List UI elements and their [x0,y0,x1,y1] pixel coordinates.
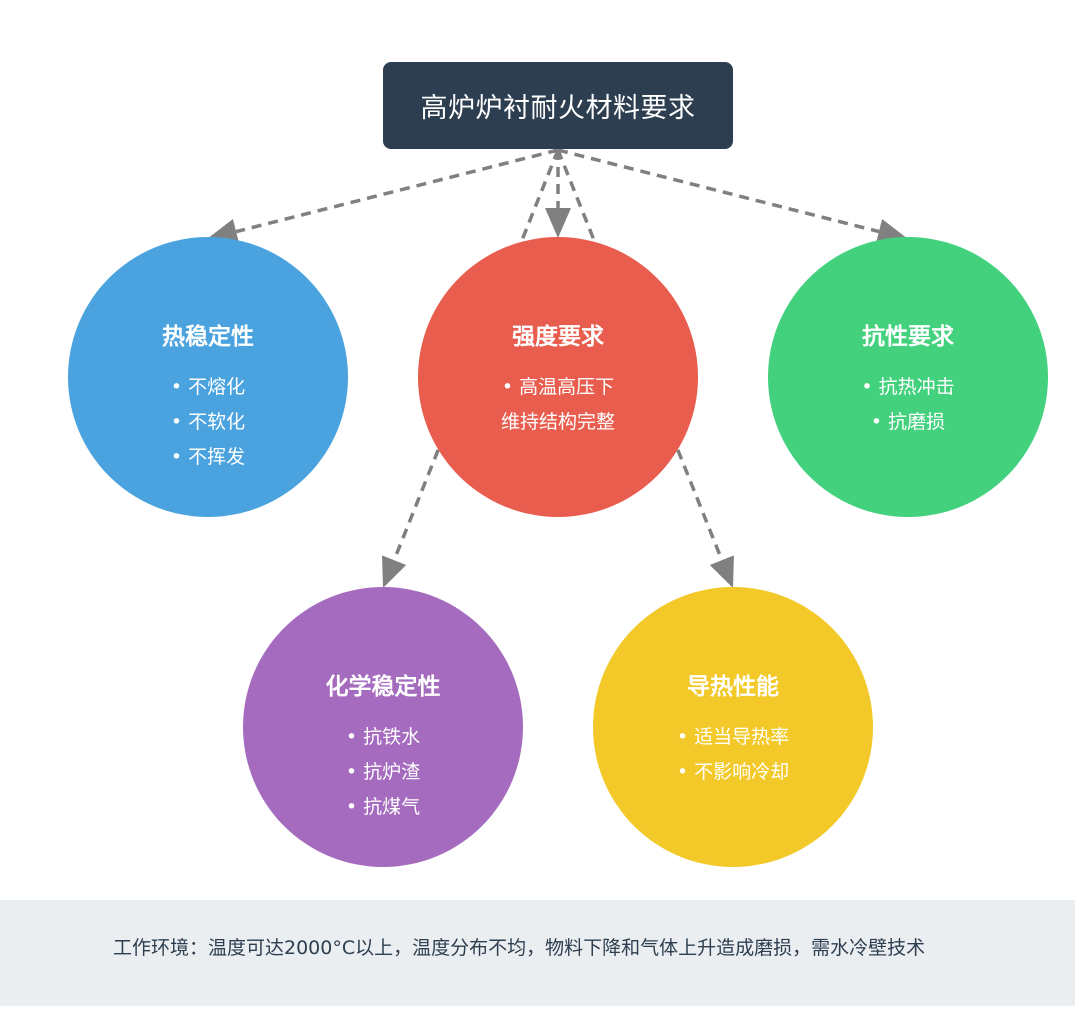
node-item: • 不影响冷却 [676,761,790,783]
node-item: • 不挥发 [170,446,246,468]
arrow-line-resistance [557,148,880,234]
arrow-head-chemical [382,555,407,588]
node-title: 热稳定性 [162,324,254,350]
node-strength-requirement: 强度要求 • 高温高压下 维持结构完整 [418,237,698,517]
node-items: • 抗热冲击 • 抗磨损 [768,370,1048,440]
node-item: • 不熔化 [170,376,246,398]
node-item: • 抗炉渣 [345,761,421,783]
node-thermal-stability: 热稳定性 • 不熔化 • 不软化 • 不挥发 [68,237,348,517]
node-item: 维持结构完整 [500,411,615,433]
node-item: • 抗磨损 [870,411,946,433]
arrow-head-conductivity [709,555,734,588]
node-item: • 抗铁水 [345,726,421,748]
node-chemical-stability: 化学稳定性 • 抗铁水 • 抗炉渣 • 抗煤气 [243,587,523,867]
arrow-line-chemical [392,149,560,561]
node-thermal-conductivity: 导热性能 • 适当导热率 • 不影响冷却 [593,587,873,867]
node-title: 化学稳定性 [325,674,441,700]
arrow-line-conductivity [556,149,724,561]
arrow-line-thermal [235,148,559,234]
node-items: • 适当导热率 • 不影响冷却 [593,720,873,790]
node-title: 强度要求 [512,324,604,350]
node-item: • 适当导热率 [676,726,790,748]
node-item: • 抗煤气 [345,796,421,818]
node-resistance-requirement: 抗性要求 • 抗热冲击 • 抗磨损 [768,237,1048,517]
main-title-box: 高炉炉衬耐火材料要求 [383,62,733,149]
footer-bar: 工作环境：温度可达2000°C以上，温度分布不均，物料下降和气体上升造成磨损，需… [0,900,1075,1006]
footer-text: 工作环境：温度可达2000°C以上，温度分布不均，物料下降和气体上升造成磨损，需… [113,937,926,959]
arrow-head-strength [545,208,571,238]
node-item: • 高温高压下 [501,376,615,398]
node-item: • 不软化 [170,411,246,433]
node-title: 抗性要求 [862,324,954,350]
node-title: 导热性能 [687,674,779,700]
node-items: • 高温高压下 维持结构完整 [418,370,698,440]
main-title: 高炉炉衬耐火材料要求 [420,93,696,124]
node-items: • 不熔化 • 不软化 • 不挥发 [68,370,348,475]
node-items: • 抗铁水 • 抗炉渣 • 抗煤气 [243,720,523,825]
node-item: • 抗热冲击 [861,376,955,398]
